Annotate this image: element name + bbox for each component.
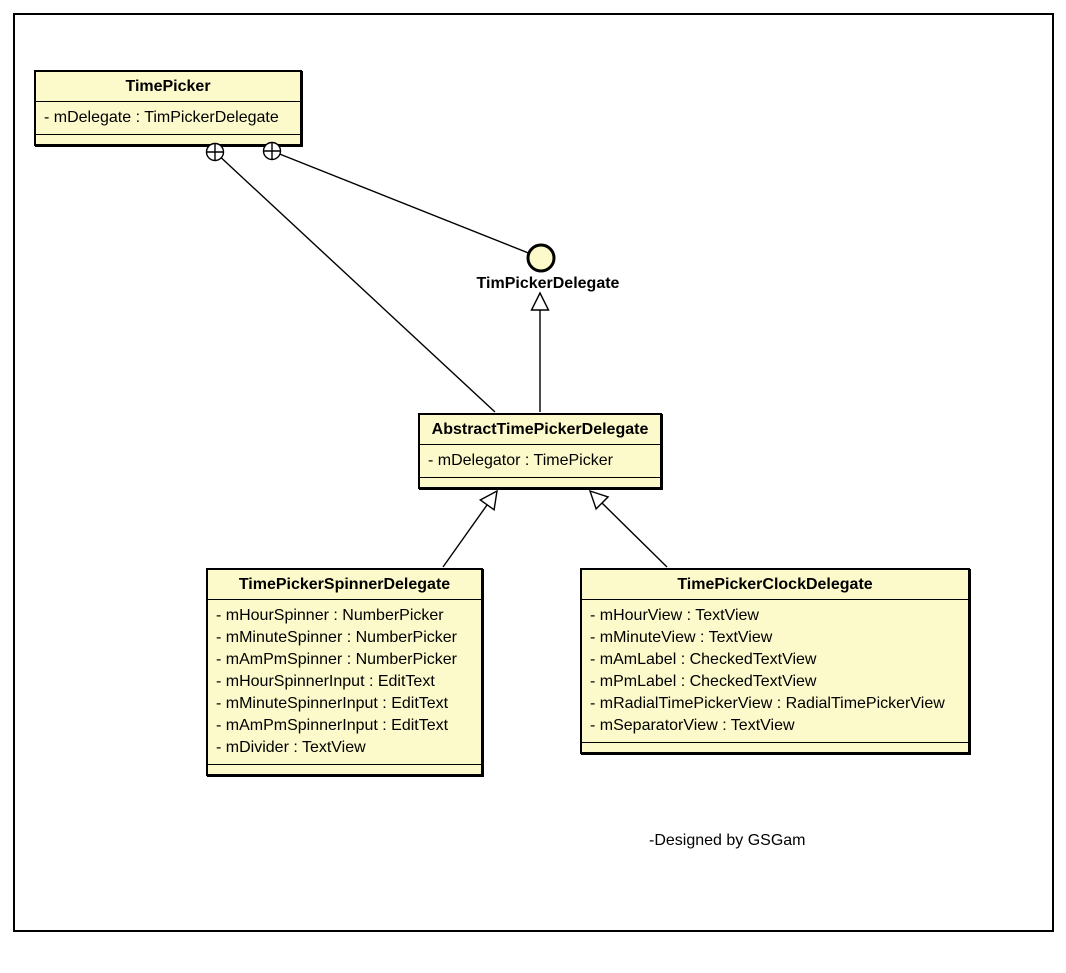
class-attribute: - mDelegate : TimPickerDelegate [44, 109, 279, 126]
class-attribute: - mHourView : TextView [590, 607, 759, 624]
class-box-spinner-delegate: TimePickerSpinnerDelegate - mHourSpinner… [206, 568, 483, 776]
class-box-clock-delegate: TimePickerClockDelegate - mHourView : Te… [580, 568, 970, 754]
class-attributes: - mHourSpinner : NumberPicker - mMinuteS… [208, 600, 481, 765]
class-attributes: - mDelegate : TimPickerDelegate [36, 102, 300, 135]
class-methods-empty [582, 743, 968, 752]
designer-credit: -Designed by GSGam [649, 832, 806, 849]
class-methods-empty [36, 135, 300, 144]
class-attribute: - mAmLabel : CheckedTextView [590, 651, 817, 668]
class-attribute: - mAmPmSpinnerInput : EditText [216, 717, 449, 734]
class-attribute: - mPmLabel : CheckedTextView [590, 673, 817, 690]
class-box-timepicker: TimePicker - mDelegate : TimPickerDelega… [34, 70, 302, 146]
class-attribute: - mMinuteView : TextView [590, 629, 773, 646]
class-methods-empty [420, 478, 660, 487]
class-attribute: - mMinuteSpinnerInput : EditText [216, 695, 449, 712]
class-attribute: - mSeparatorView : TextView [590, 717, 795, 734]
class-methods-empty [208, 765, 481, 774]
class-attribute: - mMinuteSpinner : NumberPicker [216, 629, 457, 646]
class-attribute: - mDelegator : TimePicker [428, 452, 613, 469]
class-title: TimePickerSpinnerDelegate [208, 570, 481, 600]
class-attribute: - mHourSpinnerInput : EditText [216, 673, 435, 690]
class-attributes: - mHourView : TextView - mMinuteView : T… [582, 600, 968, 743]
class-attribute: - mRadialTimePickerView : RadialTimePick… [590, 695, 945, 712]
class-title: TimePickerClockDelegate [582, 570, 968, 600]
class-attributes: - mDelegator : TimePicker [420, 445, 660, 478]
class-attribute: - mDivider : TextView [216, 739, 366, 756]
class-attribute: - mHourSpinner : NumberPicker [216, 607, 444, 624]
class-attribute: - mAmPmSpinner : NumberPicker [216, 651, 457, 668]
class-box-abstract-delegate: AbstractTimePickerDelegate - mDelegator … [418, 413, 662, 489]
interface-label: TimPickerDelegate [476, 275, 620, 292]
class-title: AbstractTimePickerDelegate [420, 415, 660, 445]
class-title: TimePicker [36, 72, 300, 102]
